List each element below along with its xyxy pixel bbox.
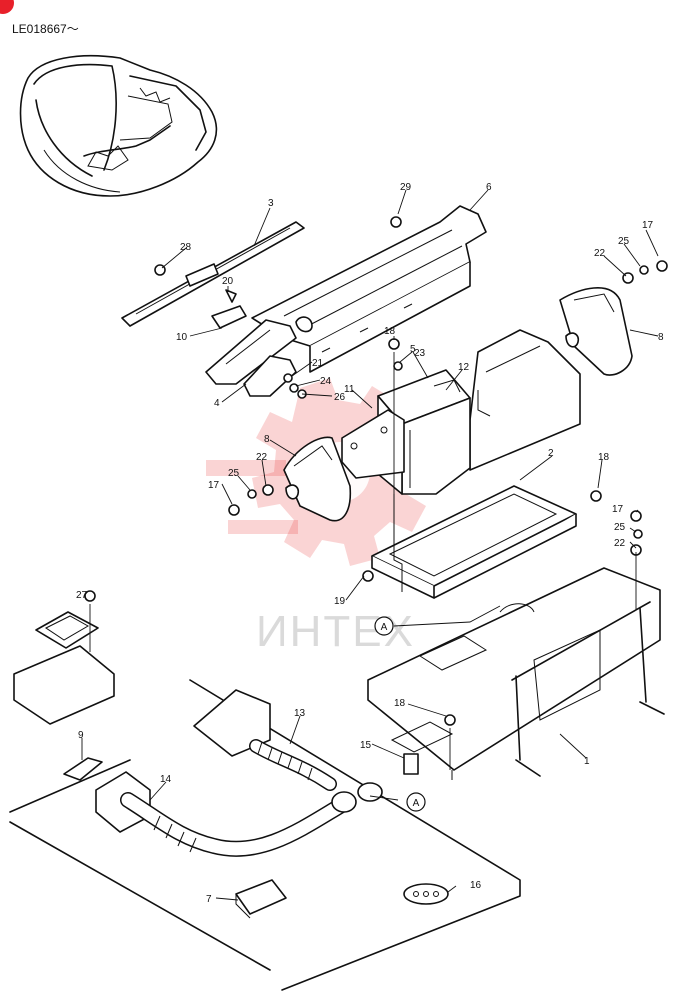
cab-overview-inset <box>19 55 218 197</box>
reference-marker-a-upper: A <box>374 616 394 636</box>
callout-17-top: 17 <box>642 220 654 231</box>
callout-3: 3 <box>268 198 274 209</box>
callout-22-right: 22 <box>614 538 626 549</box>
callout-25-top: 25 <box>618 236 630 247</box>
callout-22-top: 22 <box>594 248 606 259</box>
callout-10: 10 <box>176 332 188 343</box>
callout-2: 2 <box>548 448 554 459</box>
part-8-right-side-panel <box>559 287 633 376</box>
callout-29: 29 <box>400 182 412 193</box>
svg-text:A: A <box>413 798 420 809</box>
callout-labels: 1 2 3 4 5 6 7 8 8 9 10 11 12 13 14 15 16… <box>76 182 664 905</box>
callout-4: 4 <box>214 398 220 409</box>
svg-text:A: A <box>381 622 388 633</box>
part-16-grommet <box>403 883 449 905</box>
part-9-clip <box>63 757 103 781</box>
part-11-mounting-plate <box>341 409 405 479</box>
callout-6: 6 <box>486 182 492 193</box>
callout-18-top: 18 <box>384 326 396 337</box>
callout-8-right: 8 <box>658 332 664 343</box>
callout-26: 26 <box>334 392 346 403</box>
part-14-hose <box>120 791 357 857</box>
callout-5: 5 <box>410 344 416 355</box>
callout-19: 19 <box>334 596 346 607</box>
reference-marker-a-lower: A <box>406 792 426 812</box>
part-2-frame <box>371 485 577 599</box>
part-7-cover <box>235 879 287 919</box>
callout-12: 12 <box>458 362 470 373</box>
callout-20: 20 <box>222 276 234 287</box>
callout-15: 15 <box>360 740 372 751</box>
serial-number-label: LE018667～ <box>12 22 79 36</box>
callout-18-right: 18 <box>598 452 610 463</box>
bolts <box>84 216 668 726</box>
left-bracket-plate <box>13 611 115 725</box>
callout-28: 28 <box>180 242 192 253</box>
callout-17-left: 17 <box>208 480 220 491</box>
callout-17-right: 17 <box>612 504 624 515</box>
callout-24: 24 <box>320 376 332 387</box>
callout-25-right: 25 <box>614 522 626 533</box>
part-15-pin <box>403 753 419 775</box>
callout-14: 14 <box>160 774 172 785</box>
callout-9: 9 <box>78 730 84 741</box>
callout-7: 7 <box>206 894 212 905</box>
callout-22-left: 22 <box>256 452 268 463</box>
part-6-upper-duct <box>251 205 487 373</box>
callout-16: 16 <box>470 880 482 891</box>
part-4-duct-flap <box>243 355 297 397</box>
rear-frame-plate <box>469 329 581 471</box>
leader-lines <box>81 189 659 901</box>
callout-23: 23 <box>414 348 426 359</box>
part-3-bracket-bar <box>121 221 305 327</box>
callout-8-left: 8 <box>264 434 270 445</box>
callout-13: 13 <box>294 708 306 719</box>
callout-11: 11 <box>344 384 355 395</box>
part-1-base-plate <box>367 567 665 780</box>
corner-mark <box>0 0 14 14</box>
callout-27: 27 <box>76 590 88 601</box>
callout-18-lower: 18 <box>394 698 406 709</box>
callout-21: 21 <box>312 358 324 369</box>
part-10-duct-connector <box>205 305 297 385</box>
callout-1: 1 <box>584 756 590 767</box>
part-8-left-side-panel <box>283 436 352 522</box>
callout-25-left: 25 <box>228 468 240 479</box>
